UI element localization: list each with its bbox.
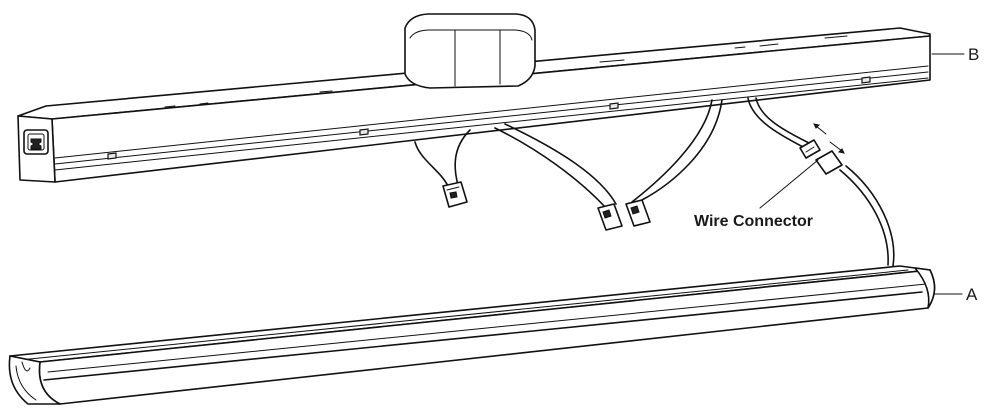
plug-center-left <box>597 203 623 231</box>
callouts: B A Wire Connector <box>694 45 979 304</box>
plug-center-right <box>625 199 651 227</box>
label-part-a: A <box>966 285 978 304</box>
junction-box <box>404 13 536 89</box>
wire-connector <box>799 123 845 175</box>
wire-leads <box>414 97 895 267</box>
light-fixture-a <box>8 265 936 405</box>
plug-left <box>442 181 468 208</box>
label-wire-connector: Wire Connector <box>694 213 813 230</box>
label-part-b: B <box>968 45 979 64</box>
leader-wire-connector <box>759 159 819 209</box>
